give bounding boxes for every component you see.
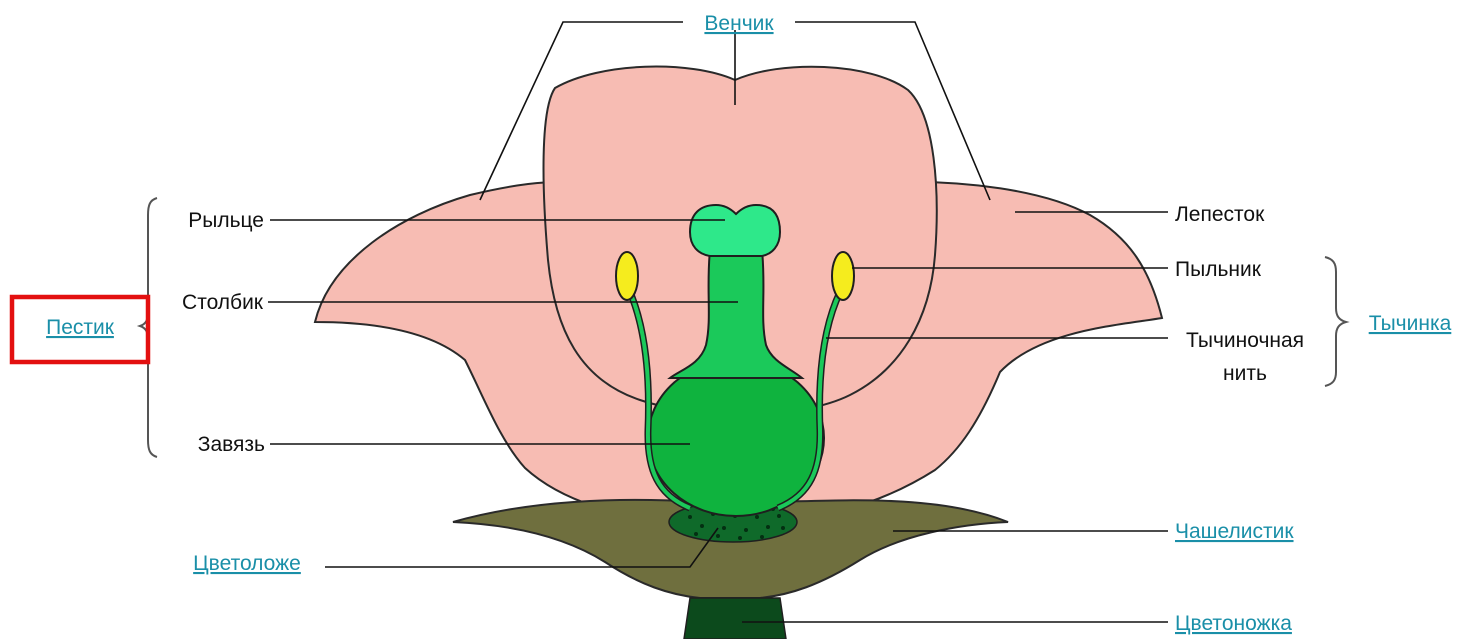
pedicel-link[interactable]: Цветоножка <box>1175 612 1292 635</box>
filament-label-line2: нить <box>1223 362 1267 385</box>
anther-left <box>616 252 638 300</box>
style-label: Столбик <box>182 291 264 314</box>
corolla-link[interactable]: Венчик <box>704 12 774 35</box>
anther-label: Пыльник <box>1175 258 1262 281</box>
pistil-link[interactable]: Пестик <box>46 316 115 339</box>
pedicel-shape <box>684 598 786 639</box>
stigma-label: Рыльце <box>188 209 264 232</box>
petal-label: Лепесток <box>1175 203 1265 226</box>
receptacle-link[interactable]: Цветоложе <box>193 552 301 575</box>
stamen-bracket <box>1325 257 1346 386</box>
sepal-link[interactable]: Чашелистик <box>1175 520 1294 543</box>
stigma-shape <box>690 205 780 256</box>
anther-right <box>832 252 854 300</box>
stamen-link[interactable]: Тычинка <box>1369 312 1452 335</box>
ovary-label: Завязь <box>198 433 265 456</box>
filament-label-line1: Тычиночная <box>1186 329 1304 352</box>
